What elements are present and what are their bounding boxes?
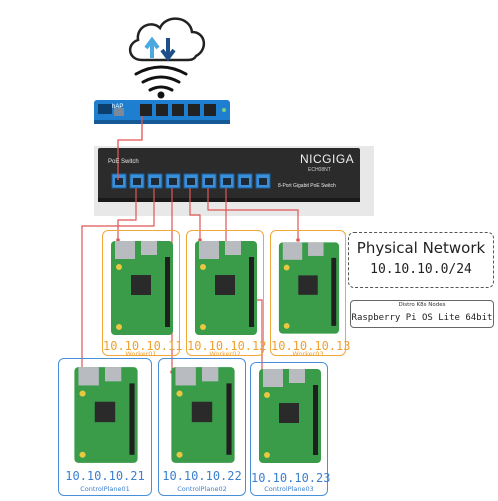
- switch-caption: 8-Port Gigabit PoE Switch: [278, 183, 336, 189]
- network-info-box: Physical Network 10.10.10.0/24: [348, 232, 494, 288]
- network-title: Physical Network: [356, 239, 486, 257]
- switch-model: ECH08NT: [308, 167, 331, 173]
- raspberry-pi-board-icon: [278, 242, 340, 334]
- node-worker02: 10.10.10.12 Worker02: [186, 230, 267, 358]
- node-name: Worker01: [125, 350, 157, 358]
- node-worker03: 10.10.10.13 Worker03: [270, 230, 351, 358]
- node-ip: 10.10.10.23: [251, 471, 331, 485]
- switch-left-label: PoE Switch: [108, 159, 139, 165]
- router-badge: hAP: [112, 104, 124, 110]
- router-device: [94, 100, 230, 124]
- node-ip: 10.10.10.11: [103, 339, 183, 353]
- wifi-icon: [134, 65, 188, 99]
- node-controlplane03: 10.10.10.23 ControlPlane03: [250, 362, 331, 496]
- switch-brand: NICGIGA: [300, 152, 355, 166]
- raspberry-pi-board-icon: [259, 369, 321, 463]
- cloud-sync-icon: [129, 17, 205, 62]
- os-name: Raspberry Pi OS Lite 64bit: [351, 313, 493, 323]
- node-ip: 10.10.10.22: [162, 469, 242, 483]
- node-ip: 10.10.10.13: [271, 339, 351, 353]
- uplink-cable: [117, 116, 143, 180]
- poe-switch-device: [94, 146, 374, 216]
- raspberry-pi-board-icon: [195, 241, 257, 335]
- raspberry-pi-board-icon: [171, 367, 235, 463]
- node-name: Worker02: [209, 350, 241, 358]
- node-ip: 10.10.10.12: [187, 339, 267, 353]
- network-cidr: 10.10.10.0/24: [370, 262, 472, 277]
- node-name: Worker03: [292, 350, 324, 358]
- raspberry-pi-board-icon: [74, 367, 138, 463]
- node-ip: 10.10.10.21: [65, 469, 145, 483]
- raspberry-pi-board-icon: [111, 241, 173, 335]
- node-name: ControlPlane01: [80, 485, 130, 493]
- node-worker01: 10.10.10.11 Worker01: [102, 230, 183, 358]
- node-name: ControlPlane03: [264, 485, 314, 493]
- os-info-box: Distro K8s Nodes Raspberry Pi OS Lite 64…: [350, 300, 494, 328]
- node-name: ControlPlane02: [177, 485, 227, 493]
- node-controlplane02: 10.10.10.22 ControlPlane02: [158, 358, 246, 496]
- node-controlplane01: 10.10.10.21 ControlPlane01: [58, 358, 152, 496]
- os-caption: Distro K8s Nodes: [398, 302, 446, 308]
